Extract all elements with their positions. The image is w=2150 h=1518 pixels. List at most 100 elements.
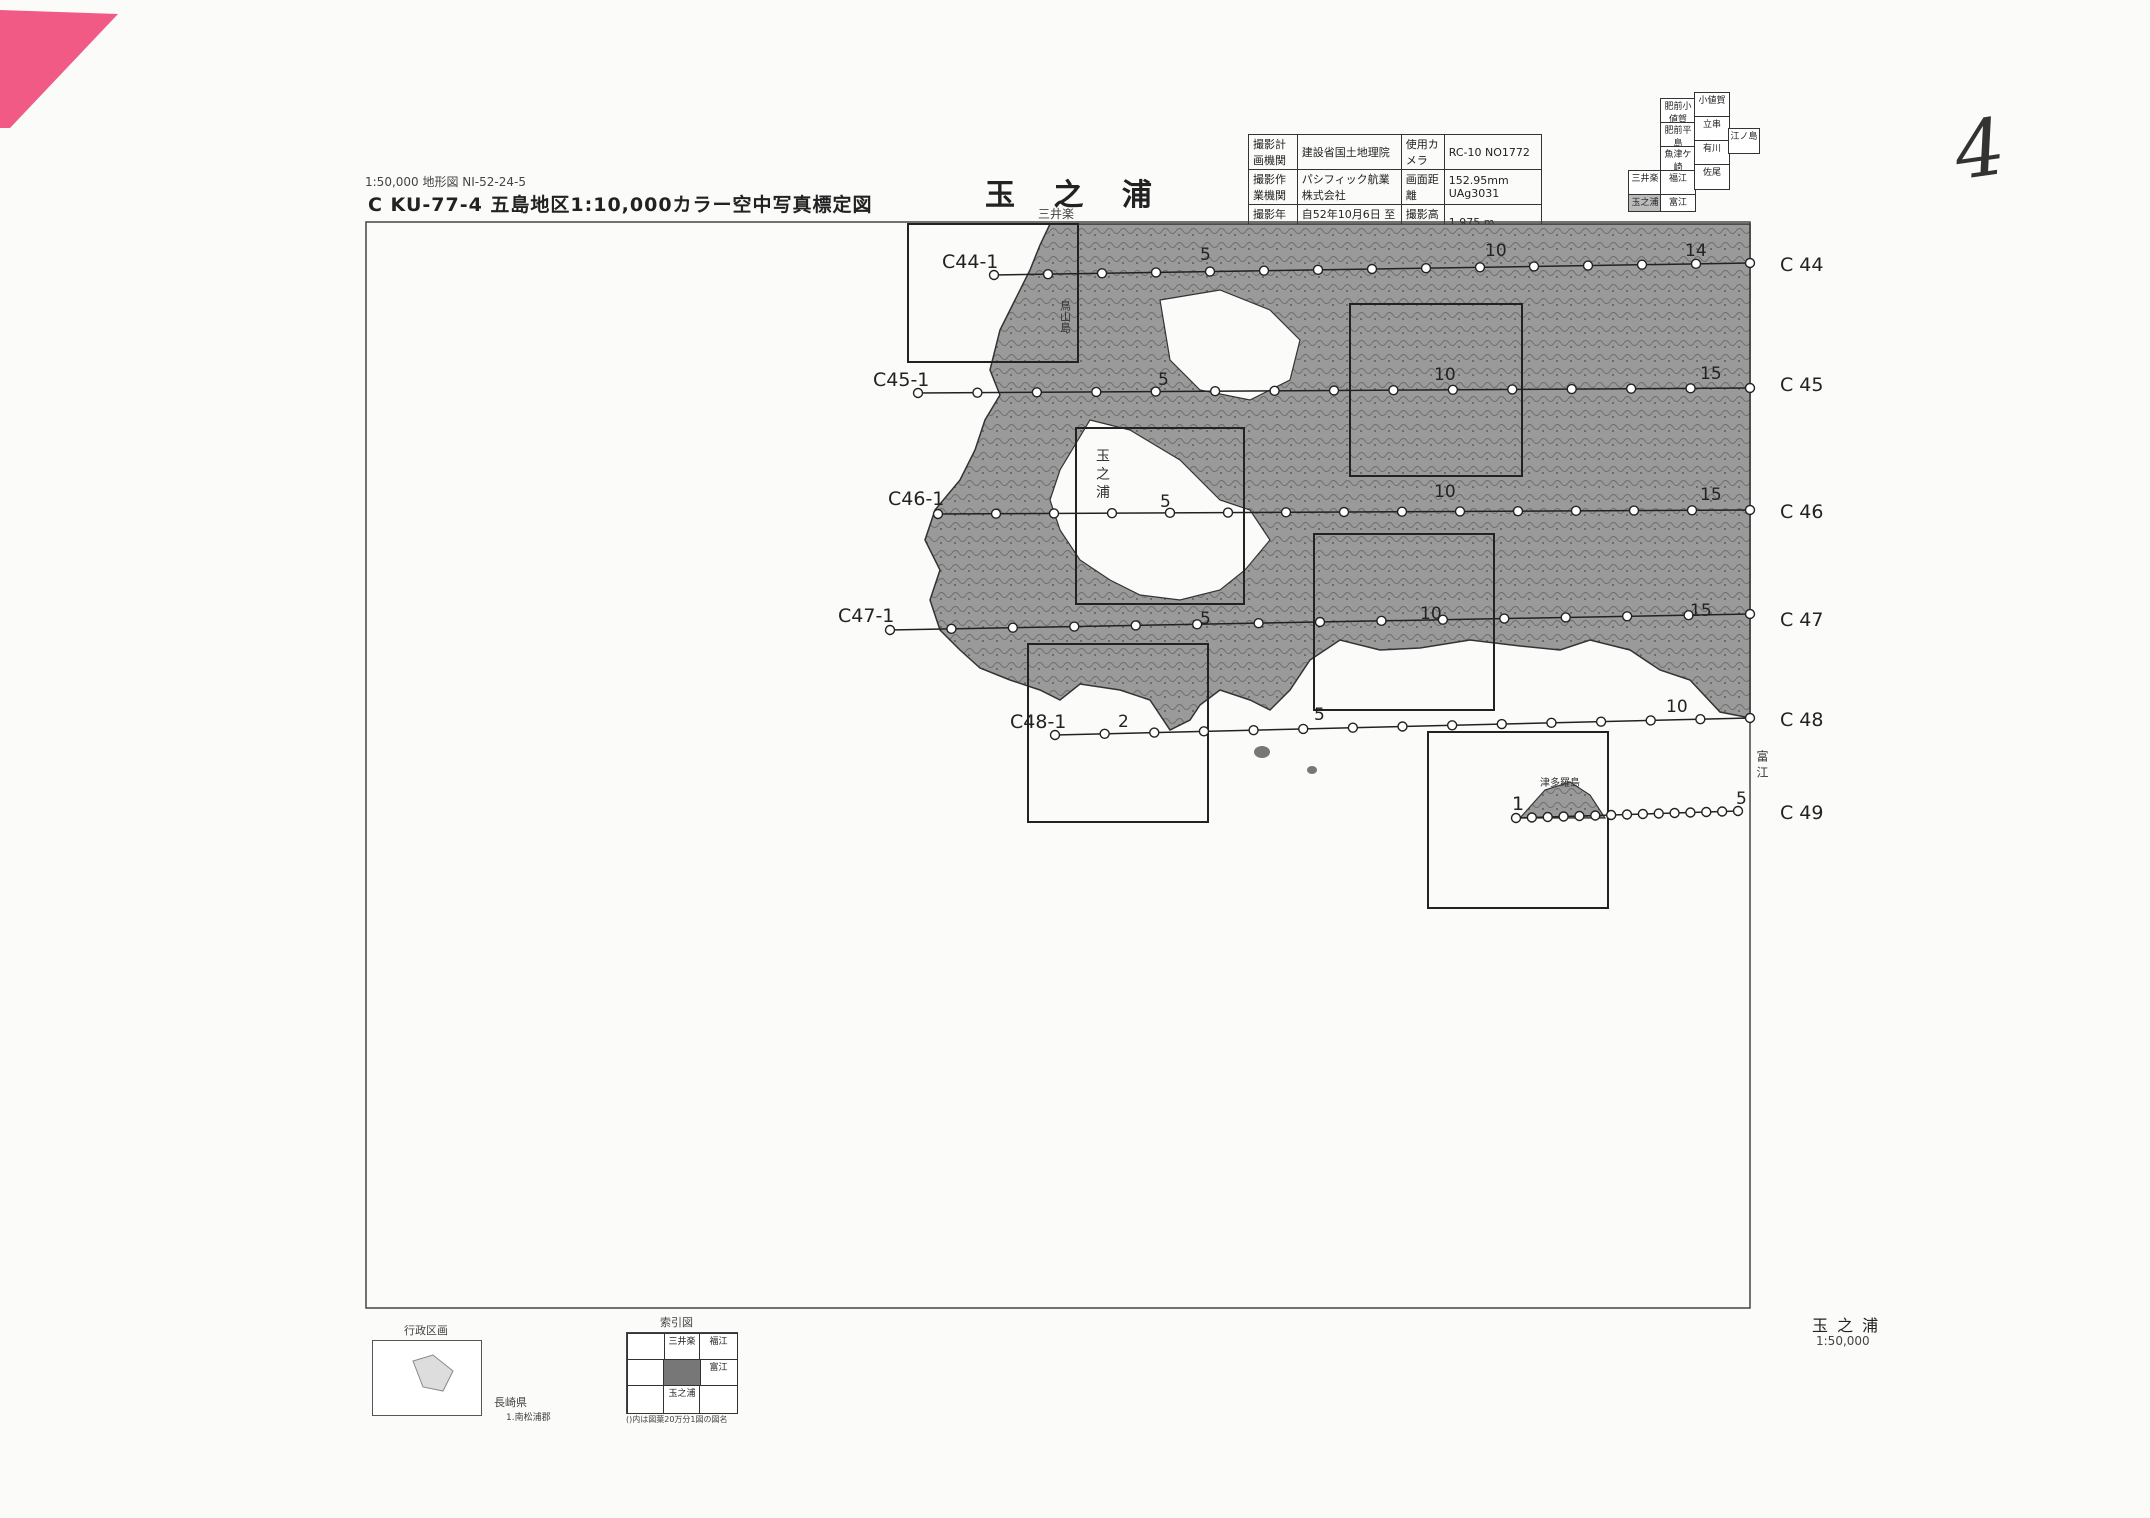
exposure-point bbox=[1253, 617, 1264, 629]
exposure-point bbox=[1560, 612, 1571, 623]
exposure-point bbox=[1744, 504, 1756, 516]
index-map-cell-current bbox=[663, 1359, 701, 1387]
strip-label: C44-1 bbox=[942, 251, 998, 273]
frame-number: 10 bbox=[1666, 697, 1688, 717]
frame-number: 10 bbox=[1485, 241, 1507, 261]
scale-sheet-line: 1:50,000 地形図 NI-52-24-5 bbox=[365, 175, 526, 189]
exposure-point bbox=[1621, 809, 1633, 820]
bay bbox=[1159, 289, 1301, 401]
frame-number: 10 bbox=[1434, 365, 1456, 385]
frame-number: 5 bbox=[1158, 370, 1169, 390]
exposure-point bbox=[1546, 717, 1557, 729]
frame-number: 5 bbox=[1736, 789, 1747, 809]
exposure-point bbox=[1106, 507, 1118, 519]
admin-pref: 長崎県 bbox=[494, 1396, 527, 1409]
photo-info-row: 撮影作業機関 パシフィック航業株式会社 画面距離 152.95mm UAg303… bbox=[1248, 169, 1543, 205]
island-label-torishima: 鳥山島 bbox=[1059, 299, 1072, 334]
exposure-point bbox=[884, 624, 896, 636]
exposure-point bbox=[1209, 386, 1221, 397]
frame-number: 14 bbox=[1685, 241, 1707, 261]
exposure-point bbox=[1204, 266, 1216, 277]
exposure-point bbox=[1625, 383, 1637, 394]
exposure-point bbox=[1454, 506, 1466, 517]
exposure-point bbox=[1686, 505, 1698, 516]
exposure-point bbox=[988, 269, 1000, 281]
exposure-point bbox=[946, 623, 957, 635]
exposure-point bbox=[972, 387, 983, 398]
index-map-cell bbox=[627, 1385, 665, 1414]
exposure-point bbox=[1570, 505, 1582, 517]
exposure-point bbox=[1376, 615, 1387, 627]
exposure-point bbox=[1510, 812, 1522, 824]
exposure-point bbox=[1637, 808, 1649, 820]
exposure-point bbox=[990, 508, 1002, 519]
exposure-point bbox=[1685, 807, 1696, 818]
map-frame bbox=[365, 221, 1751, 1309]
exposure-point bbox=[1150, 267, 1162, 278]
exposure-point bbox=[1069, 621, 1080, 632]
sheet-subtitle: 三井楽 bbox=[1038, 207, 1075, 221]
exposure-point bbox=[1198, 726, 1210, 737]
photo-info-key: 撮影作業機関 bbox=[1248, 169, 1298, 205]
frame-number: 5 bbox=[1200, 245, 1211, 265]
exposure-point bbox=[1366, 263, 1378, 275]
frame-number: 15 bbox=[1690, 601, 1712, 621]
frame-number: 5 bbox=[1200, 609, 1211, 629]
exposure-point bbox=[1099, 728, 1110, 739]
island-label-tsugaru: 津多羅島 bbox=[1540, 776, 1580, 789]
exposure-point bbox=[1526, 812, 1538, 823]
exposure-point bbox=[1474, 262, 1486, 273]
frame-number: 10 bbox=[1434, 482, 1456, 502]
exposure-point bbox=[1130, 620, 1141, 631]
index-cell: 三井楽 bbox=[1628, 170, 1662, 196]
index-cell: 魚津ケ崎 bbox=[1660, 146, 1696, 173]
exposure-point bbox=[1595, 716, 1607, 727]
photo-info-row: 撮影計画機関 建設省国土地理院 使用カメラ RC-10 NO1772 bbox=[1248, 134, 1543, 170]
land-area bbox=[924, 223, 1751, 731]
index-cell: 佐尾 bbox=[1694, 164, 1730, 190]
exposure-point bbox=[1744, 382, 1756, 394]
exposure-point bbox=[1645, 715, 1656, 726]
exposure-point bbox=[1437, 614, 1449, 625]
frame-number: 15 bbox=[1700, 364, 1722, 384]
frame-number: 10 bbox=[1420, 604, 1442, 624]
strip-right-label: C 49 bbox=[1780, 802, 1823, 824]
admin-inset-title: 行政区画 bbox=[404, 1324, 448, 1337]
exposure-point bbox=[1566, 383, 1577, 395]
exposure-point bbox=[1701, 806, 1712, 818]
sheet-title: 玉 之 浦 bbox=[985, 178, 1166, 213]
exposure-point bbox=[1312, 264, 1324, 276]
exposure-point bbox=[1732, 805, 1744, 817]
frame-number: 15 bbox=[1700, 485, 1722, 505]
photo-info-key: 使用カメラ bbox=[1400, 134, 1445, 170]
exposure-point bbox=[1512, 505, 1524, 517]
exposure-point bbox=[1049, 729, 1061, 741]
exposure-point bbox=[1042, 268, 1054, 280]
exposure-point bbox=[1499, 613, 1510, 624]
sheet-code: C KU-77-4 五島地区1:10,000カラー空中写真標定図 bbox=[368, 194, 873, 216]
exposure-point bbox=[1744, 257, 1756, 269]
exposure-point bbox=[1528, 261, 1540, 272]
place-label-tamanoura: 玉 之 浦 bbox=[1094, 448, 1110, 499]
exposure-point bbox=[1314, 616, 1326, 628]
frame-number: 2 bbox=[1118, 712, 1129, 732]
exposure-point bbox=[1091, 386, 1102, 398]
strip-label: C48-1 bbox=[1010, 711, 1066, 733]
exposure-point bbox=[1653, 808, 1664, 819]
exposure-point bbox=[1496, 718, 1507, 730]
island bbox=[1307, 766, 1317, 774]
admin-town: 1.南松浦郡 bbox=[506, 1413, 551, 1423]
admin-inset bbox=[372, 1340, 482, 1416]
exposure-point bbox=[1683, 609, 1694, 621]
exposure-point bbox=[1690, 258, 1702, 270]
exposure-point bbox=[1191, 619, 1203, 630]
strip-right-label: C 48 bbox=[1780, 709, 1823, 731]
index-map-title: 索引図 bbox=[660, 1316, 693, 1329]
exposure-point bbox=[1007, 622, 1019, 633]
exposure-point bbox=[1542, 811, 1553, 823]
exposure-point bbox=[1558, 811, 1569, 822]
right-edge-label: 富 江 bbox=[1755, 749, 1769, 778]
strip-label: 1 bbox=[1512, 793, 1524, 815]
